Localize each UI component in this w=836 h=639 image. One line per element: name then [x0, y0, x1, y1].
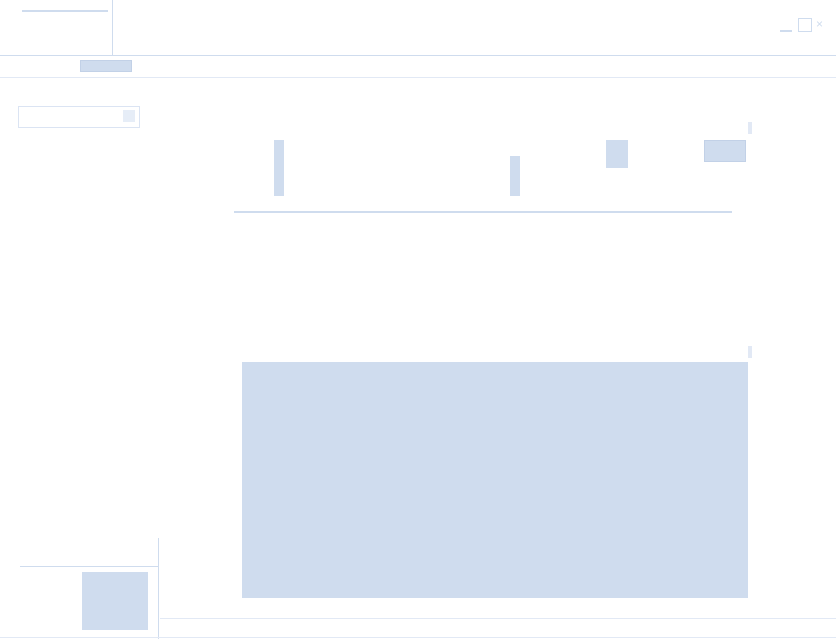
scroll-mark-2[interactable] — [748, 346, 752, 358]
sidebar-bottom-swatch[interactable] — [82, 572, 148, 630]
statusbar-bottom-border — [0, 637, 836, 638]
sidebar — [0, 78, 160, 639]
header-left-bar — [274, 140, 284, 196]
sidebar-bottom-panel — [10, 538, 158, 638]
header-right-box — [606, 140, 628, 168]
chart-plot-area[interactable] — [242, 362, 748, 598]
search-icon — [123, 110, 135, 122]
sidebar-right-border — [158, 538, 159, 639]
title-bottom-border — [0, 55, 836, 56]
title-underline-short — [22, 10, 108, 12]
main-header-left — [240, 98, 470, 198]
maximize-icon[interactable] — [798, 18, 812, 32]
toolbar-bottom-border — [0, 77, 836, 78]
window-controls[interactable]: × — [630, 14, 826, 44]
main-header-right — [476, 98, 750, 198]
sidebar-bottom-divider — [20, 566, 158, 567]
statusbar-top-border — [160, 618, 836, 619]
close-icon[interactable]: × — [816, 17, 824, 31]
main — [160, 78, 836, 639]
scroll-mark-1[interactable] — [748, 122, 752, 134]
header-right-small-bar — [510, 156, 520, 196]
toolbar — [0, 56, 836, 78]
main-header-divider — [234, 211, 732, 213]
minimize-icon[interactable] — [780, 18, 792, 32]
title-bar: × — [0, 0, 836, 56]
title-vertical-divider — [112, 0, 113, 56]
header-right-button[interactable] — [704, 140, 746, 162]
toolbar-active-tab[interactable] — [80, 60, 132, 72]
statusbar — [0, 618, 836, 639]
sidebar-search[interactable] — [18, 106, 140, 128]
